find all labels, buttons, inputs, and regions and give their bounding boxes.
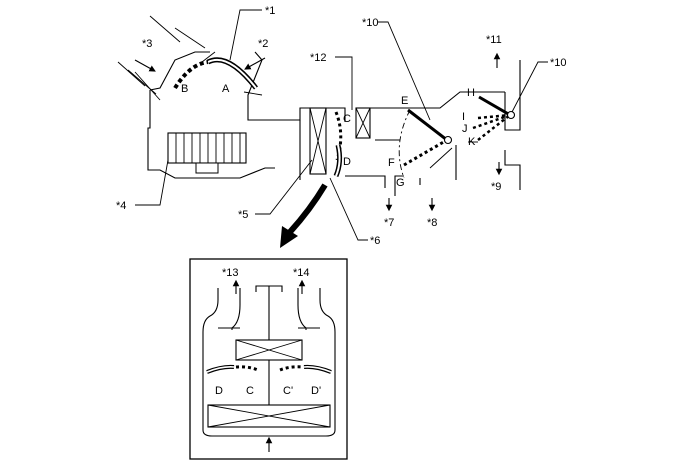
letter-g: G bbox=[396, 177, 405, 189]
callout-13: *13 bbox=[222, 267, 239, 279]
letter-d: D bbox=[343, 156, 351, 168]
letter-j: J bbox=[462, 123, 468, 135]
damper-letters: A B C D E F G H I J K bbox=[181, 83, 476, 189]
callout-14: *14 bbox=[293, 267, 310, 279]
callout-3: *3 bbox=[142, 38, 152, 50]
letter-a: A bbox=[222, 83, 230, 95]
inset-letter-c: C bbox=[246, 385, 254, 397]
heater-core bbox=[355, 107, 371, 139]
inset-letter-d-prime: D' bbox=[311, 385, 321, 397]
letter-k: K bbox=[468, 136, 476, 148]
intake-door bbox=[173, 57, 258, 90]
letter-h: H bbox=[467, 87, 475, 99]
inset-letter-d: D bbox=[215, 385, 223, 397]
inset-pointer-arrow bbox=[280, 183, 328, 248]
evaporator bbox=[299, 107, 327, 180]
blower-fan bbox=[167, 132, 247, 174]
outlet-arrows bbox=[134, 52, 503, 212]
inset-letters: D C C' D' bbox=[215, 385, 321, 397]
callout-labels: *1 *2 *3 *4 *5 *6 *7 *8 *9 *10 *10 *11 *… bbox=[116, 5, 567, 279]
callout-10a: *10 bbox=[362, 17, 379, 29]
callout-4: *4 bbox=[116, 200, 126, 212]
inset-detail bbox=[189, 258, 348, 460]
letter-f: F bbox=[388, 157, 395, 169]
letter-e: E bbox=[401, 95, 408, 107]
callout-6: *6 bbox=[370, 235, 380, 247]
letter-b: B bbox=[181, 83, 188, 95]
callout-7: *7 bbox=[384, 217, 394, 229]
callout-5: *5 bbox=[238, 209, 248, 221]
leader-lines bbox=[135, 9, 548, 241]
letter-c: C bbox=[343, 113, 351, 125]
inset-letter-c-prime: C' bbox=[283, 385, 293, 397]
callout-8: *8 bbox=[427, 217, 437, 229]
callout-2: *2 bbox=[258, 38, 268, 50]
callout-10b: *10 bbox=[550, 57, 567, 69]
letter-i: I bbox=[462, 111, 465, 123]
air-mix-doors bbox=[333, 111, 343, 177]
callout-9: *9 bbox=[491, 181, 501, 193]
callout-11: *11 bbox=[486, 34, 502, 46]
mode-door bbox=[398, 95, 516, 179]
callout-1: *1 bbox=[265, 5, 275, 17]
blower-housing bbox=[117, 15, 346, 179]
callout-12: *12 bbox=[310, 52, 327, 64]
